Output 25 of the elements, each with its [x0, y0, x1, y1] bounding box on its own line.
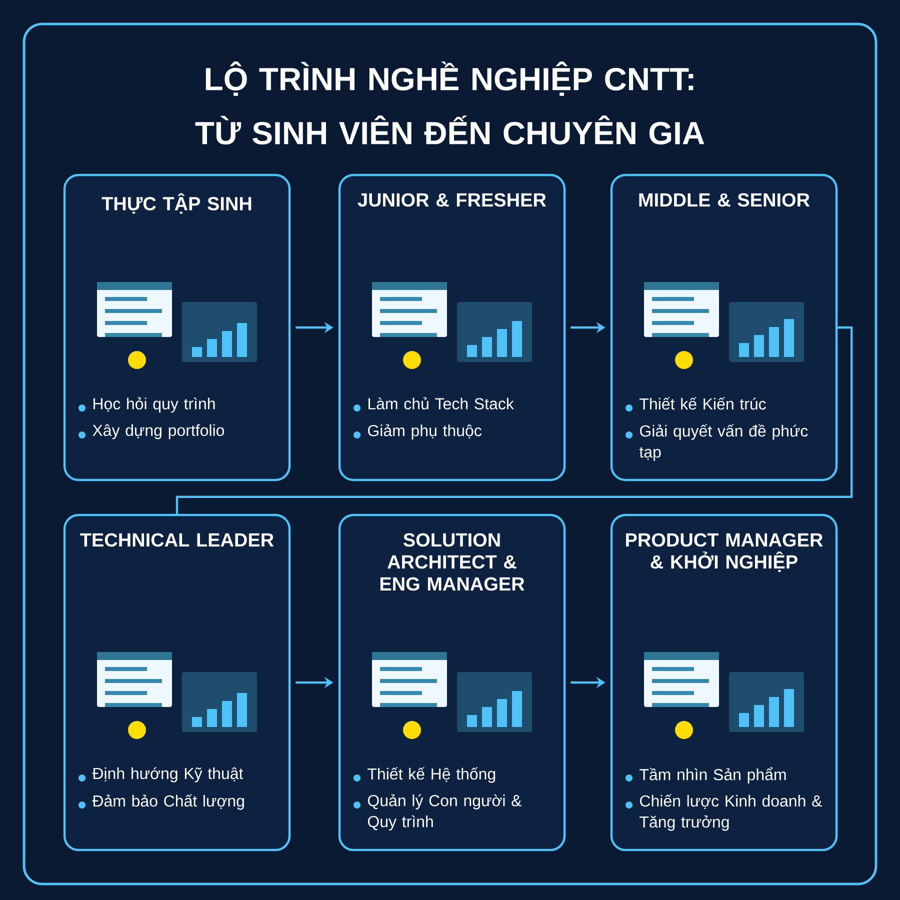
stage-card: [63, 174, 291, 482]
bullet-item: Giảm phụ thuộc: [354, 424, 482, 440]
stage-card: [63, 514, 291, 852]
bullet-item: Đảm bảo Chất lượng: [78, 794, 244, 810]
card-heading: TECHNICAL LEADER: [80, 533, 274, 547]
bullet-item: Làm chủ Tech Stack: [354, 397, 514, 412]
bullet-item: Định hướng Kỹ thuật: [78, 767, 244, 782]
stage-card: [338, 174, 566, 482]
stage-card: [338, 514, 566, 852]
card-heading: SOLUTION ARCHITECT & ENG MANAGER: [380, 533, 524, 591]
bullet-item: Thiết kế Kiến trúc: [626, 397, 766, 412]
bullet-item: Quản lý Con người & Quy trình: [354, 794, 522, 830]
stage-card: [610, 174, 838, 482]
stage-card: [610, 514, 838, 852]
bullet-item: Thiết kế Hệ thống: [354, 767, 496, 783]
card-heading: THỰC TẬP SINH: [102, 193, 252, 214]
card-heading: MIDDLE & SENIOR: [639, 193, 810, 207]
card-heading: PRODUCT MANAGER & KHỞI NGHIỆP: [626, 533, 823, 572]
title: LỘ TRÌNH NGHỀ NGHIỆP CNTT: TỪ SINH VIÊN ĐẾN CHUYÊN GIA: [195, 62, 704, 144]
bullet-item: Tầm nhìn Sản phẩm: [626, 767, 786, 784]
bullet-item: Giải quyết vấn đề phức tạp: [626, 424, 808, 461]
bullet-item: Xây dựng portfolio: [78, 424, 224, 440]
bullet-item: Học hỏi quy trình: [78, 397, 215, 413]
bullet-item: Chiến lược Kinh doanh & Tăng trưởng: [626, 794, 822, 831]
card-heading: JUNIOR & FRESHER: [358, 193, 546, 207]
